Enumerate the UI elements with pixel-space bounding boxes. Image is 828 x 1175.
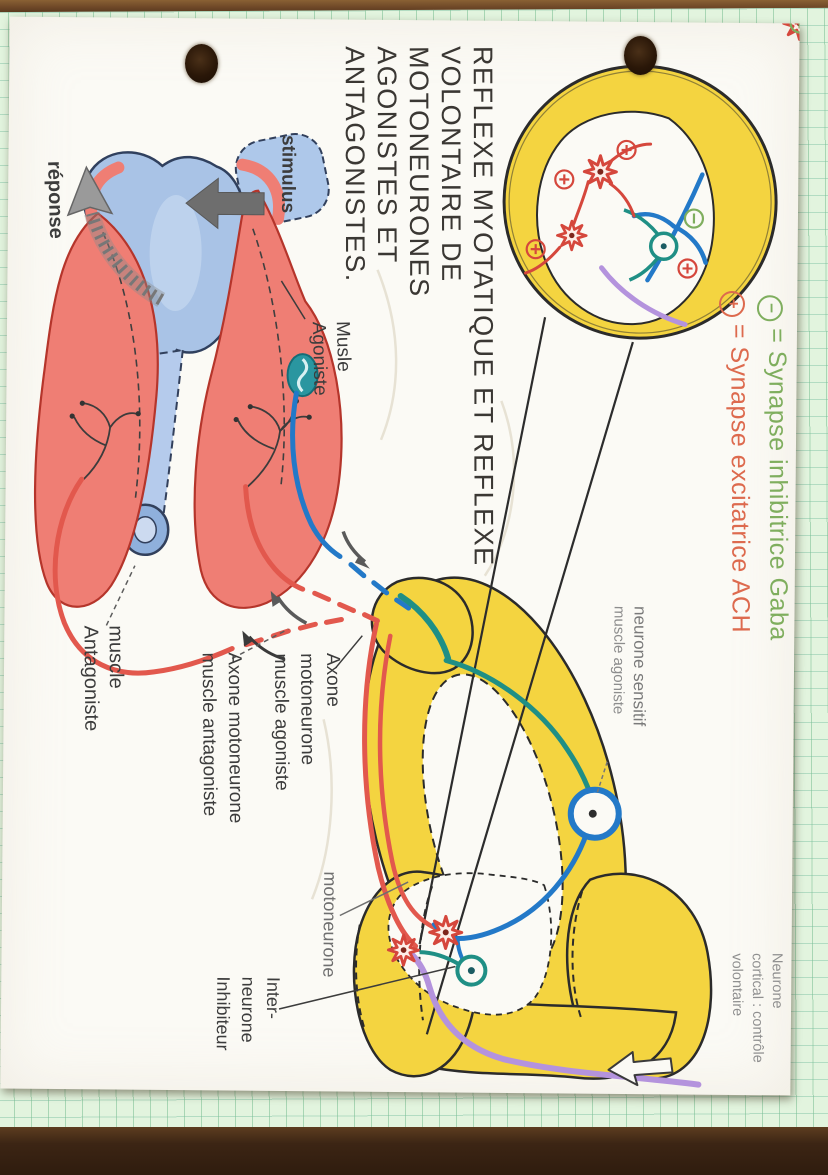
legend-inhibitory-synapse: − = Synapse inhibitrice Gaba [756,295,793,641]
title-line: MOTONEURONES [403,46,435,298]
nerve-fibers [362,593,594,967]
motoneuron-label: motoneurone [319,871,341,978]
sensory-axon [290,390,412,611]
magnification-lines [418,317,634,1035]
inset-interneuron [623,208,679,282]
punch-hole [624,36,657,75]
title-line: REFLEXE MYOTATIQUE ET REFLEXE [467,46,499,567]
inset-motoneuron-star [582,154,618,190]
response-arrow [66,165,166,307]
inhibitory-interneuron [419,950,488,987]
label-line: cortical : contrôle [748,953,766,1063]
label-line: muscle antagoniste [197,652,221,817]
motoneuron-antagonist-star [386,933,421,967]
stimulus-arrow [185,177,265,230]
label-line: neurone [237,976,259,1043]
title-line: AGONISTES ET [371,46,403,264]
inset-motoneuron-dendrites [523,142,653,275]
minus-circle-icon: − [756,295,784,322]
title-line: ANTAGONISTES. [339,46,371,283]
label-line: Musle [331,320,355,373]
motoneuron-agonist-star [428,914,464,951]
label-leader-lines [105,280,608,1010]
interneuron-label: Inter- neurone Inhibiteur [210,976,286,1051]
inhibitory-synapse-icon [789,16,800,34]
label-line: volontaire [728,953,746,1017]
label-line: Axone motoneurone [223,652,247,824]
label-line: muscle agoniste [269,653,293,791]
title-line: VOLONTAIRE DE [435,46,467,283]
hand-drawn-diagram [33,16,800,1088]
agonist-axon-label: Axone motoneurone muscle agoniste [267,653,346,791]
antagonist-muscle-label: muscle Antagoniste [77,625,128,731]
label-line: Axone [321,652,344,707]
label-line: muscle agoniste [609,605,628,715]
inset-cortical-axon [599,265,688,327]
label-line: muscle [104,625,128,689]
conduction-direction-arrows [242,530,370,661]
pencil-ghost-marks [310,269,516,900]
white-drawing-sheet: REFLEXE MYOTATIQUE ET REFLEXE VOLONTAIRE… [0,16,800,1096]
stimulus-label: stimulus [276,134,299,214]
response-label: réponse [43,160,68,240]
wooden-desk [0,1127,828,1175]
label-line: neurone sensitif [629,606,650,727]
label-line: Neurone [768,952,786,1009]
neuromuscular-junction-antagonist [69,400,141,480]
label-line: Inhibiteur [212,976,234,1051]
cortical-neuron-label: Neurone cortical : contrôle volontaire [727,953,788,1063]
muscle-spindle [286,353,319,398]
label-line: Antagoniste [79,625,103,732]
agonist-muscle-label: Musle Agoniste [306,321,356,396]
page-title: REFLEXE MYOTATIQUE ET REFLEXE VOLONTAIRE… [339,46,500,567]
legend-excitatory-text: = Synapse excitatrice ACH [725,323,755,634]
rotated-landscape-content: REFLEXE MYOTATIQUE ET REFLEXE VOLONTAIRE… [0,16,800,1096]
antagonist-axon-label: Axone motoneurone muscle antagoniste [195,652,248,824]
synapse-inset-circle [502,64,778,340]
sensory-neuron-label: neurone sensitif muscle agoniste [608,606,651,726]
legend-inhibitory-text: = Synapse inhibitrice Gaba [763,328,793,641]
plus-circle-icon: + [718,290,746,318]
label-line: Agoniste [307,321,331,396]
inset-motoneuron-star [555,219,588,252]
legend-excitatory-synapse: + = Synapse excitatrice ACH [718,290,755,634]
motor-axon-agonist [243,484,380,624]
label-line: motoneurone [295,653,318,766]
punch-hole [185,44,218,83]
sensory-neuron-cell-body [567,786,622,841]
voluntary-command-arrow [607,1051,674,1087]
label-line: Inter- [262,976,284,1020]
